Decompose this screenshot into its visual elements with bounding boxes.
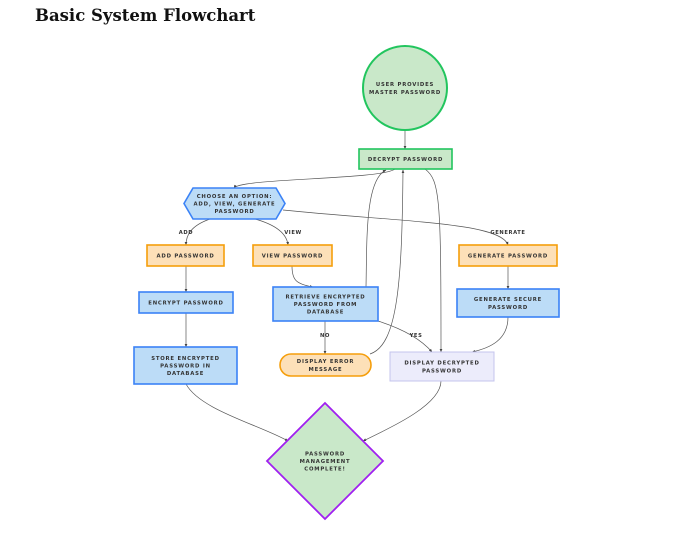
page-title: Basic System Flowchart — [35, 6, 256, 25]
edge-label-view: VIEW — [284, 230, 302, 236]
node-retrieve-line-3: DATABASE — [307, 310, 344, 316]
node-start-label: USER PROVIDES MASTER PASSWORD — [369, 82, 441, 96]
node-displaydec-line-1: DISPLAY DECRYPTED — [404, 361, 479, 367]
node-choose-line-2: ADD, VIEW, GENERATE — [194, 202, 276, 208]
node-complete-line-2: MANAGEMENT — [300, 459, 351, 465]
node-complete-line-3: COMPLETE! — [304, 467, 345, 473]
node-retrieve-line-2: PASSWORD FROM — [294, 302, 357, 308]
node-start-line-1: USER PROVIDES — [376, 82, 434, 88]
edge-retrieve-displaydec — [377, 320, 433, 353]
edge-decrypt-displaydec — [424, 168, 443, 353]
node-encrypt-box — [138, 291, 234, 314]
node-add-label: ADD PASSWORD — [156, 254, 214, 260]
node-generate-box — [458, 244, 558, 267]
edge-choose-view — [254, 218, 290, 246]
edge-label-yes: YES — [409, 333, 423, 339]
edge-labels: ADD VIEW GENERATE NO YES — [179, 230, 525, 339]
node-error-line-2: MESSAGE — [309, 367, 343, 373]
node-error-pill — [279, 353, 372, 377]
node-choose-line-1: CHOOSE AN OPTION: — [197, 194, 273, 200]
edge-error-decrypt — [369, 169, 405, 355]
node-gensecure-line-2: PASSWORD — [488, 305, 528, 311]
nodes: USER PROVIDES MASTER PASSWORD DECRYPT PAS… — [133, 45, 560, 521]
node-view-box — [252, 244, 333, 267]
node-retrieve-label: RETRIEVE ENCRYPTED PASSWORD FROM DATABASE — [285, 294, 365, 316]
edge-label-no: NO — [320, 333, 330, 339]
node-displaydec-box — [389, 351, 495, 382]
node-error-label: DISPLAY ERROR MESSAGE — [297, 359, 354, 373]
edge-decrypt-choose — [233, 168, 396, 189]
node-decrypt-label: DECRYPT PASSWORD — [368, 157, 443, 163]
node-start-line-2: MASTER PASSWORD — [369, 90, 441, 96]
edge-gensecure-displaydec — [471, 316, 509, 353]
node-choose-line-3: PASSWORD — [214, 209, 254, 215]
node-choose-label: CHOOSE AN OPTION: ADD, VIEW, GENERATEPASS… — [194, 194, 276, 215]
edge-choose-add — [184, 218, 211, 246]
edge-retrieve-decrypt — [365, 169, 387, 288]
node-displaydec-line-2: PASSWORD — [422, 368, 462, 374]
node-encrypt-label: ENCRYPT PASSWORD — [148, 301, 223, 307]
node-retrieve-line-1: RETRIEVE ENCRYPTED — [285, 294, 365, 300]
node-add-box — [146, 244, 225, 267]
node-start-circle — [362, 45, 448, 131]
edge-displaydec-complete — [362, 380, 442, 442]
node-add-line-1: ADD PASSWORD — [156, 254, 214, 260]
node-complete-line-1: PASSWORD — [305, 451, 345, 457]
node-retrieve-box — [272, 286, 379, 322]
node-generate-label: GENERATE PASSWORD — [468, 254, 548, 260]
node-store-line-2: PASSWORD IN — [160, 364, 211, 370]
edge-store-complete — [185, 383, 289, 442]
node-view-label: VIEW PASSWORD — [262, 254, 323, 260]
edge-view-retrieve — [291, 265, 314, 288]
node-decrypt-box — [358, 148, 453, 170]
node-encrypt-line-1: ENCRYPT PASSWORD — [148, 301, 223, 307]
node-view-line-1: VIEW PASSWORD — [262, 254, 323, 260]
node-gensecure-label: GENERATE SECURE PASSWORD — [474, 297, 542, 311]
node-gensecure-line-1: GENERATE SECURE — [474, 297, 542, 303]
node-complete-label: PASSWORD MANAGEMENT COMPLETE! — [300, 451, 351, 473]
node-gensecure-box — [456, 288, 560, 318]
node-choose-hexagon — [183, 187, 286, 220]
node-store-line-1: STORE ENCRYPTED — [151, 356, 220, 362]
edge-label-add: ADD — [179, 230, 194, 236]
node-error-line-1: DISPLAY ERROR — [297, 359, 354, 365]
edges — [184, 131, 510, 442]
node-store-line-3: DATABASE — [167, 371, 204, 377]
node-generate-line-1: GENERATE PASSWORD — [468, 254, 548, 260]
node-complete-diamond — [265, 401, 385, 521]
edge-choose-generate — [282, 209, 509, 246]
edge-label-generate: GENERATE — [490, 230, 525, 236]
node-decrypt-line-1: DECRYPT PASSWORD — [368, 157, 443, 163]
node-store-box — [133, 346, 238, 385]
